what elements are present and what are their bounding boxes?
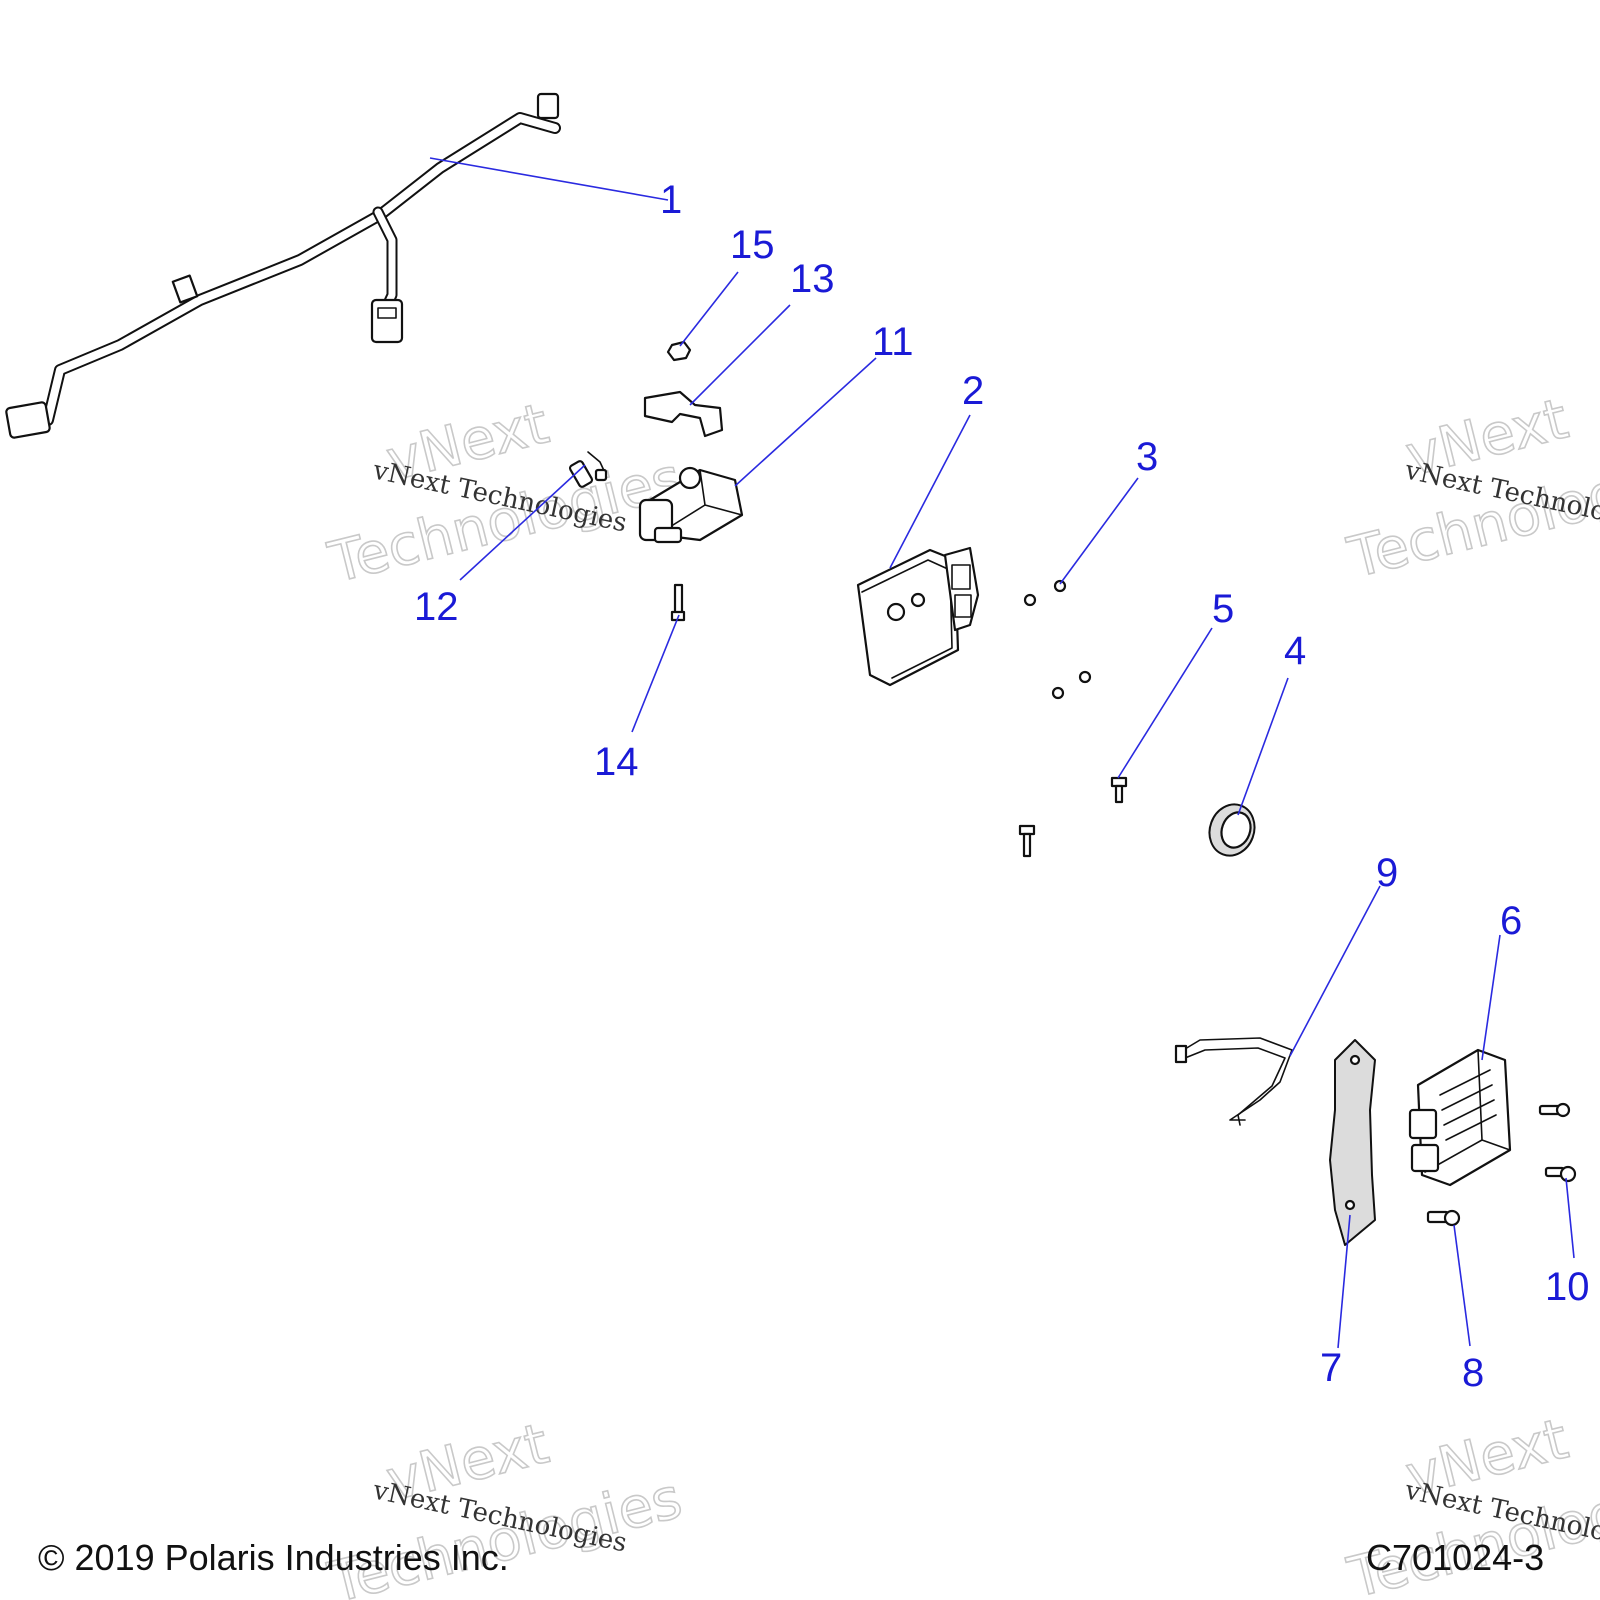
regulator-bolt	[1426, 1209, 1461, 1227]
mounting-plate	[1329, 1039, 1376, 1246]
grommet	[1208, 803, 1256, 857]
copyright-text: © 2019 Polaris Industries Inc.	[38, 1537, 509, 1578]
bracket	[643, 390, 724, 438]
callout-6: 6	[1500, 899, 1522, 943]
callout-15: 15	[730, 223, 775, 267]
callout-3: 3	[1136, 435, 1158, 479]
callout-8: 8	[1462, 1351, 1484, 1395]
callout-5: 5	[1212, 587, 1234, 631]
callout-14: 14	[594, 740, 639, 784]
callout-1: 1	[660, 178, 682, 222]
regulator-bolts	[1538, 1102, 1577, 1183]
ignition-coil	[638, 466, 744, 544]
callout-12: 12	[414, 585, 459, 629]
long-bolt	[670, 583, 686, 622]
callout-7: 7	[1320, 1346, 1342, 1390]
callout-10: 10	[1545, 1265, 1590, 1309]
bolt	[1110, 776, 1128, 804]
callout-13: 13	[790, 257, 835, 301]
callout-2: 2	[962, 369, 984, 413]
bolt-lower	[1018, 824, 1036, 858]
sensor	[568, 451, 608, 488]
small-screws	[1023, 579, 1092, 700]
wiring-harness	[5, 92, 561, 439]
nut	[666, 340, 692, 362]
strap	[1174, 1037, 1293, 1126]
leader-lines	[429, 157, 1575, 1349]
callout-9: 9	[1376, 851, 1398, 895]
callout-4: 4	[1284, 629, 1306, 673]
callout-11: 11	[872, 320, 914, 364]
voltage-regulator	[1408, 1048, 1512, 1187]
diagram-code: C701024-3	[1366, 1537, 1544, 1578]
ecu	[856, 546, 980, 687]
